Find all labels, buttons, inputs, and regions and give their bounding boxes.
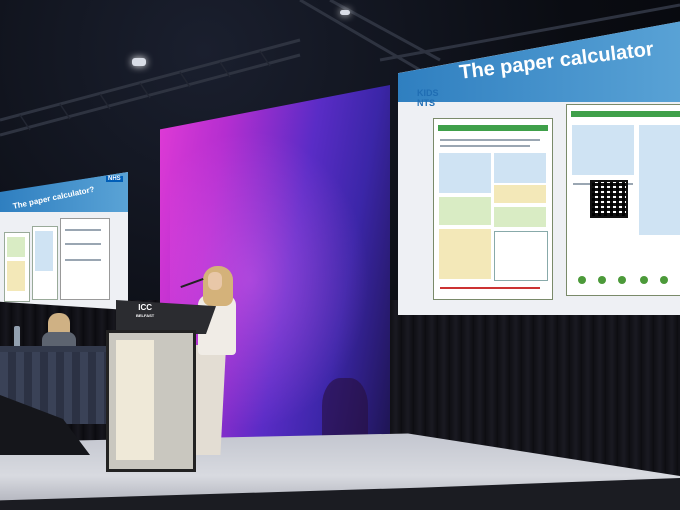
ceiling-spotlight bbox=[132, 58, 146, 66]
water-bottle bbox=[14, 326, 20, 348]
qr-code-icon bbox=[590, 180, 628, 218]
speaker-face bbox=[208, 272, 222, 290]
nhs-logo: NHS bbox=[106, 176, 123, 182]
podium-logo-text: ICC bbox=[138, 303, 152, 312]
speaker-trousers bbox=[190, 345, 227, 455]
icc-logo: ICC BELFAST bbox=[136, 304, 154, 320]
podium-top: ICC BELFAST bbox=[116, 300, 216, 334]
kids-nts-logo: KIDS NTS bbox=[417, 88, 453, 128]
podium: ICC BELFAST bbox=[106, 300, 216, 472]
leaf-icon bbox=[660, 276, 668, 284]
calculator-sheet-right bbox=[566, 104, 680, 296]
leaf-icon bbox=[618, 276, 626, 284]
logo-text-kids: KIDS bbox=[417, 88, 439, 98]
left-slide-sheet-b bbox=[32, 226, 58, 300]
leaf-icon bbox=[640, 276, 648, 284]
logo-text-nts: NTS bbox=[417, 98, 435, 108]
leaf-icon bbox=[598, 276, 606, 284]
leaf-icon bbox=[578, 276, 586, 284]
podium-logo-sub: BELFAST bbox=[136, 313, 155, 318]
podium-panel bbox=[116, 340, 154, 460]
left-slide-sheet-a bbox=[4, 232, 30, 302]
ceiling-spotlight bbox=[340, 10, 350, 15]
left-slide-sheet-c bbox=[60, 218, 110, 300]
calculator-sheet-left bbox=[433, 118, 553, 300]
